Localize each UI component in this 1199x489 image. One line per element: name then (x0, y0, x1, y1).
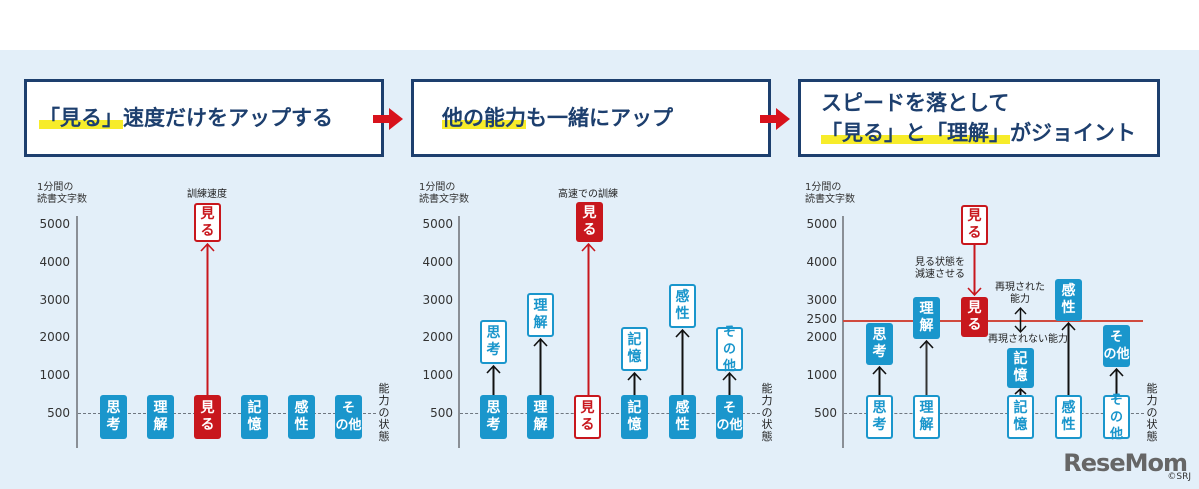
y-tick: 500 (430, 406, 453, 420)
panel3-title-rest: がジョイント (1010, 121, 1136, 145)
arrow-up-icon (627, 371, 642, 396)
ability-box-other: その他 (716, 395, 743, 439)
ability-box-thinking: 思考 (866, 395, 893, 439)
arrow-up-icon (581, 242, 596, 397)
panel2-y-axis-label: 1分間の 読書文字数 (419, 182, 469, 205)
see-box-slowed: 見る (961, 297, 988, 337)
arrow-up-icon (1061, 321, 1076, 396)
y-tick: 2000 (39, 330, 70, 344)
panel2-title-rest: も一緒にアップ (526, 106, 673, 130)
see-box-target: 見る (194, 203, 221, 242)
panel2-baseline (460, 413, 760, 414)
ability-box-sensibility: 感性 (1055, 395, 1082, 439)
arrow-down-icon (967, 245, 982, 297)
panel1-x-axis-label: 能力の状態 (378, 382, 390, 443)
y-tick: 3000 (39, 293, 70, 307)
ability-box-other-raised: その他 (716, 325, 743, 374)
arrow-up-icon (872, 365, 887, 396)
y-tick: 5000 (39, 217, 70, 231)
ability-box-understanding: 理解 (147, 395, 174, 439)
arrow-up-icon (675, 328, 690, 396)
see-box-target: 見る (576, 202, 603, 242)
panel1-title-rest: 速度だけをアップする (123, 106, 333, 130)
note-not-reproduced: 再現されない能力 (988, 334, 1068, 345)
panel1-top-note: 訓練速度 (187, 189, 227, 200)
threshold-line-2500 (843, 320, 1143, 322)
arrow-right-icon (373, 108, 403, 130)
arrow-up-icon (722, 371, 737, 396)
panel3-title-highlight: 「見る」と「理解」 (821, 121, 1010, 145)
y-tick: 1000 (39, 368, 70, 382)
panel2-top-note: 高速での訓練 (558, 189, 618, 200)
ability-box-understanding: 理解 (527, 395, 554, 439)
panel1-y-axis (76, 216, 78, 448)
ability-box-memory: 記憶 (241, 395, 268, 439)
panel2-y-axis (458, 216, 460, 448)
ability-box-memory-raised: 記憶 (621, 327, 648, 371)
panel1-title-box: 「見る」速度だけをアップする (24, 79, 384, 157)
y-tick: 2500 (806, 312, 837, 326)
arrow-up-icon (486, 364, 501, 396)
ability-box-sensibility: 感性 (288, 395, 315, 439)
ability-box-memory: 記憶 (1007, 395, 1034, 439)
panel1-baseline (78, 413, 376, 414)
panel1-title-highlight: 「見る」 (39, 106, 123, 130)
panel3-y-axis-label: 1分間の 読書文字数 (805, 182, 855, 205)
y-tick: 2000 (422, 330, 453, 344)
resemom-watermark-logo: ReseMom (1063, 449, 1188, 477)
ability-box-memory: 記憶 (621, 395, 648, 439)
copyright-notice: ©SRJ (1167, 472, 1191, 482)
ability-box-thinking-raised: 思考 (866, 323, 893, 365)
ability-box-other: その他 (1103, 393, 1130, 442)
ability-box-seeing: 見る (574, 395, 601, 439)
arrow-up-icon (200, 242, 215, 397)
y-tick: 4000 (806, 255, 837, 269)
y-tick: 3000 (422, 293, 453, 307)
ability-box-thinking: 思考 (100, 395, 127, 439)
y-tick: 1000 (422, 368, 453, 382)
ability-box-other-raised: その他 (1103, 325, 1130, 367)
double-arrow-vertical-icon (1014, 306, 1027, 334)
y-tick: 4000 (39, 255, 70, 269)
y-tick: 5000 (806, 217, 837, 231)
ability-box-sensibility: 感性 (669, 395, 696, 439)
ability-box-other: その他 (335, 395, 362, 439)
panel1-y-axis-label: 1分間の 読書文字数 (37, 182, 87, 205)
y-tick: 500 (47, 406, 70, 420)
panel3-baseline (844, 413, 1144, 414)
ability-box-understanding: 理解 (913, 395, 940, 439)
panel3-title-box: スピードを落として 「見る」と「理解」がジョイント (798, 79, 1160, 157)
panel2-x-axis-label: 能力の状態 (761, 382, 773, 443)
y-tick: 4000 (422, 255, 453, 269)
arrow-right-icon (760, 108, 790, 130)
ability-box-understanding-raised: 理解 (527, 293, 554, 337)
y-tick: 5000 (422, 217, 453, 231)
note-reproduced: 再現された 能力 (995, 282, 1045, 305)
panel3-title-line1: スピードを落として (821, 91, 1010, 115)
arrow-up-icon (533, 337, 548, 396)
panel2-title-highlight: 他の能力 (442, 106, 526, 130)
ability-box-sensibility-raised: 感性 (669, 284, 696, 328)
y-tick: 2000 (806, 330, 837, 344)
ability-box-memory-raised: 記憶 (1007, 348, 1034, 388)
ability-box-sensibility-raised: 感性 (1055, 279, 1082, 321)
panel3-y-axis (842, 216, 844, 448)
panel3-x-axis-label: 能力の状態 (1146, 382, 1158, 443)
ability-box-thinking: 思考 (480, 395, 507, 439)
y-tick: 3000 (806, 293, 837, 307)
arrow-up-icon (919, 339, 934, 396)
ability-box-seeing: 見る (194, 395, 221, 439)
ability-box-understanding-raised: 理解 (913, 297, 940, 339)
y-tick: 1000 (806, 368, 837, 382)
ability-box-thinking-raised: 思考 (480, 320, 507, 364)
note-slow-down: 見る状態を 減速させる (915, 257, 965, 280)
arrow-up-icon (1109, 367, 1124, 396)
y-tick: 500 (814, 406, 837, 420)
panel2-title-box: 他の能力も一緒にアップ (411, 79, 771, 157)
see-box-original: 見る (961, 205, 988, 245)
arrow-up-icon (1014, 388, 1027, 396)
